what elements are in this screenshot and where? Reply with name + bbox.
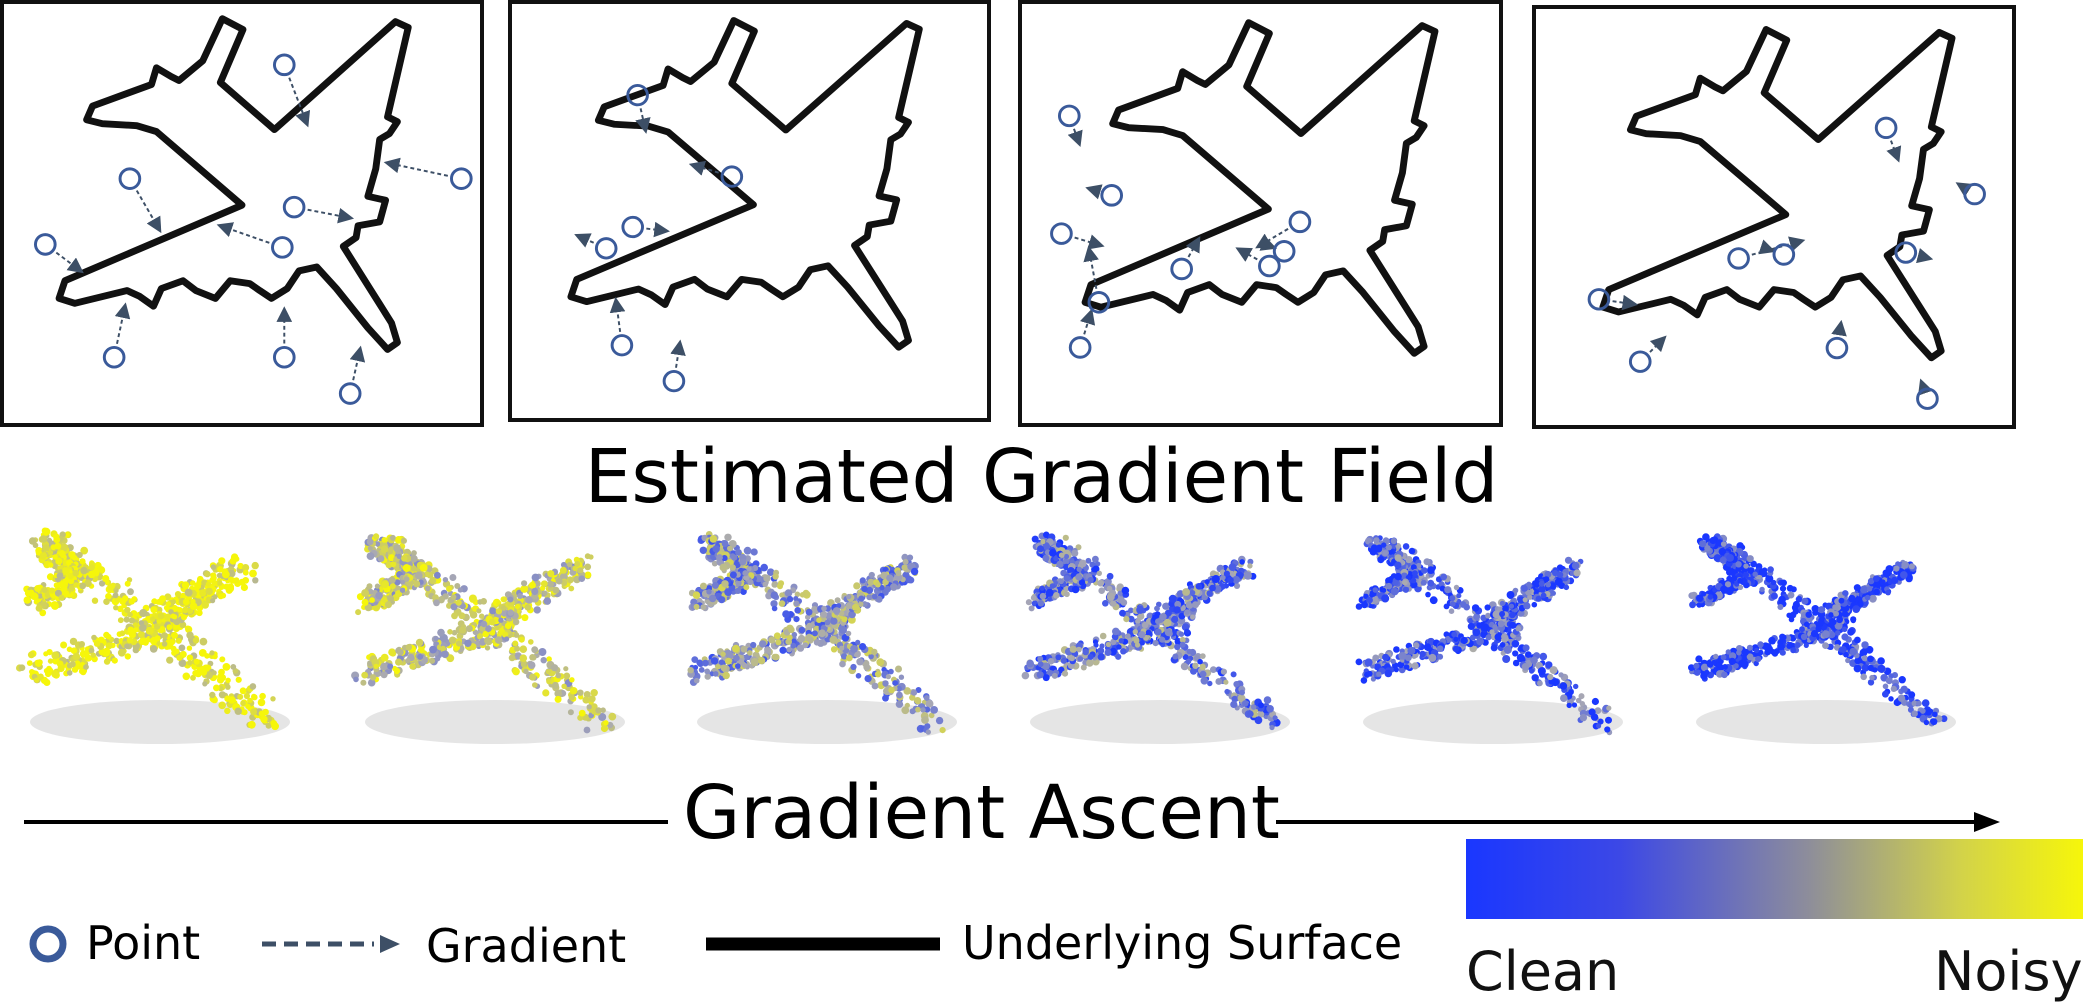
gradient-field-panel-4: [1532, 5, 2016, 429]
point-cloud: [687, 531, 957, 744]
gradient-field-panel-3: [1018, 0, 1503, 427]
gradient-arrow: [1259, 235, 1278, 251]
gradient-ascent-label: Gradient Ascent: [683, 770, 1280, 856]
point-cloud: [16, 527, 290, 744]
noisy-point: [33, 233, 57, 256]
gradient-arrow: [383, 157, 449, 177]
noisy-point: [1916, 387, 1939, 410]
gradient-field-panel-2: [508, 0, 991, 422]
legend-gradient-icon: [262, 935, 400, 953]
noisy-point: [1258, 254, 1281, 278]
noisy-point: [594, 237, 618, 260]
noisy-point: [282, 195, 306, 219]
gradient-arrow: [688, 160, 719, 176]
noisy-point: [1087, 291, 1111, 314]
noisy-point: [610, 334, 634, 357]
gradient-arrow: [1074, 234, 1105, 250]
underlying-surface: [1599, 26, 1956, 362]
legend-point-icon: [29, 925, 67, 963]
gradient-arrow: [1067, 128, 1083, 148]
panel-drawing: [1587, 26, 1986, 410]
noisy-point: [1057, 104, 1081, 128]
gradient-arrow: [1185, 236, 1201, 258]
noisy-point: [1170, 257, 1193, 281]
noise-colorbar: [1466, 839, 2083, 919]
gradient-arrow: [135, 190, 162, 234]
noisy-point: [271, 236, 294, 259]
noisy-point: [1894, 241, 1918, 264]
gradient-arrow: [55, 251, 84, 274]
noisy-point: [1727, 247, 1750, 270]
noisy-point: [338, 382, 362, 405]
point-cloud-row: [16, 527, 1956, 744]
gradient-arrow: [574, 233, 595, 248]
noisy-point: [1068, 336, 1092, 359]
underlying-surface: [567, 17, 923, 351]
gradient-arrow: [1918, 378, 1933, 396]
noisy-point: [626, 83, 649, 107]
gradient-arrow: [1612, 294, 1639, 311]
colorbar-noisy-label: Noisy: [1934, 940, 2083, 1003]
noisy-point: [1100, 184, 1124, 207]
noisy-point: [272, 53, 296, 77]
legend-surface-label: Underlying Surface: [962, 916, 1403, 970]
noisy-point: [102, 345, 126, 369]
noisy-point: [1628, 350, 1652, 373]
legend-point-label: Point: [86, 916, 201, 970]
noisy-point: [1963, 182, 1986, 206]
gradient-field-panel-1: [0, 0, 484, 427]
gradient-arrow: [646, 221, 670, 238]
noisy-point: [1050, 222, 1073, 245]
noisy-point: [1874, 116, 1898, 140]
gradient-arrow: [307, 207, 355, 224]
point-cloud: [351, 533, 625, 744]
noisy-point: [1825, 336, 1849, 360]
panel-drawing: [1050, 19, 1439, 359]
gradient-ascent-arrow: [24, 812, 2000, 832]
underlying-surface: [1081, 19, 1439, 357]
gradient-arrow: [635, 108, 651, 134]
gradient-arrow: [216, 222, 270, 244]
gradient-arrow: [670, 339, 686, 368]
colorbar-clean-label: Clean: [1466, 940, 1620, 1003]
noisy-point: [450, 167, 473, 190]
underlying-surface: [55, 15, 412, 353]
legend-gradient-label: Gradient: [426, 919, 627, 973]
panel-drawing: [567, 17, 923, 393]
panel-drawing: [33, 15, 473, 405]
noisy-point: [621, 215, 644, 239]
gradient-arrow: [1916, 248, 1934, 264]
gradient-arrow: [609, 296, 626, 332]
gradient-arrow: [1235, 247, 1258, 262]
gradient-arrow: [1955, 182, 1974, 198]
point-cloud: [1688, 533, 1956, 744]
noisy-point: [272, 345, 296, 369]
noisy-point: [1587, 288, 1611, 311]
legend-symbols: [29, 925, 940, 963]
gradient-arrow: [1079, 308, 1096, 335]
gradient-arrow: [1886, 140, 1902, 163]
noisy-point: [1288, 210, 1312, 234]
gradient-arrow: [349, 345, 366, 381]
noisy-point: [662, 370, 686, 393]
gradient-arrow: [114, 302, 131, 345]
noisy-point: [118, 167, 142, 190]
noisy-point: [1772, 243, 1796, 266]
gradient-arrow: [1649, 335, 1667, 353]
gradient-arrow: [1831, 319, 1847, 337]
noisy-point: [1272, 239, 1296, 263]
gradient-arrow: [1085, 184, 1103, 200]
point-cloud: [1355, 535, 1623, 744]
gradient-arrow: [1255, 228, 1289, 249]
noisy-point: [720, 165, 744, 188]
figure-title: Estimated Gradient Field: [584, 434, 1499, 520]
point-cloud: [1021, 531, 1290, 744]
gradient-arrow: [288, 77, 311, 128]
